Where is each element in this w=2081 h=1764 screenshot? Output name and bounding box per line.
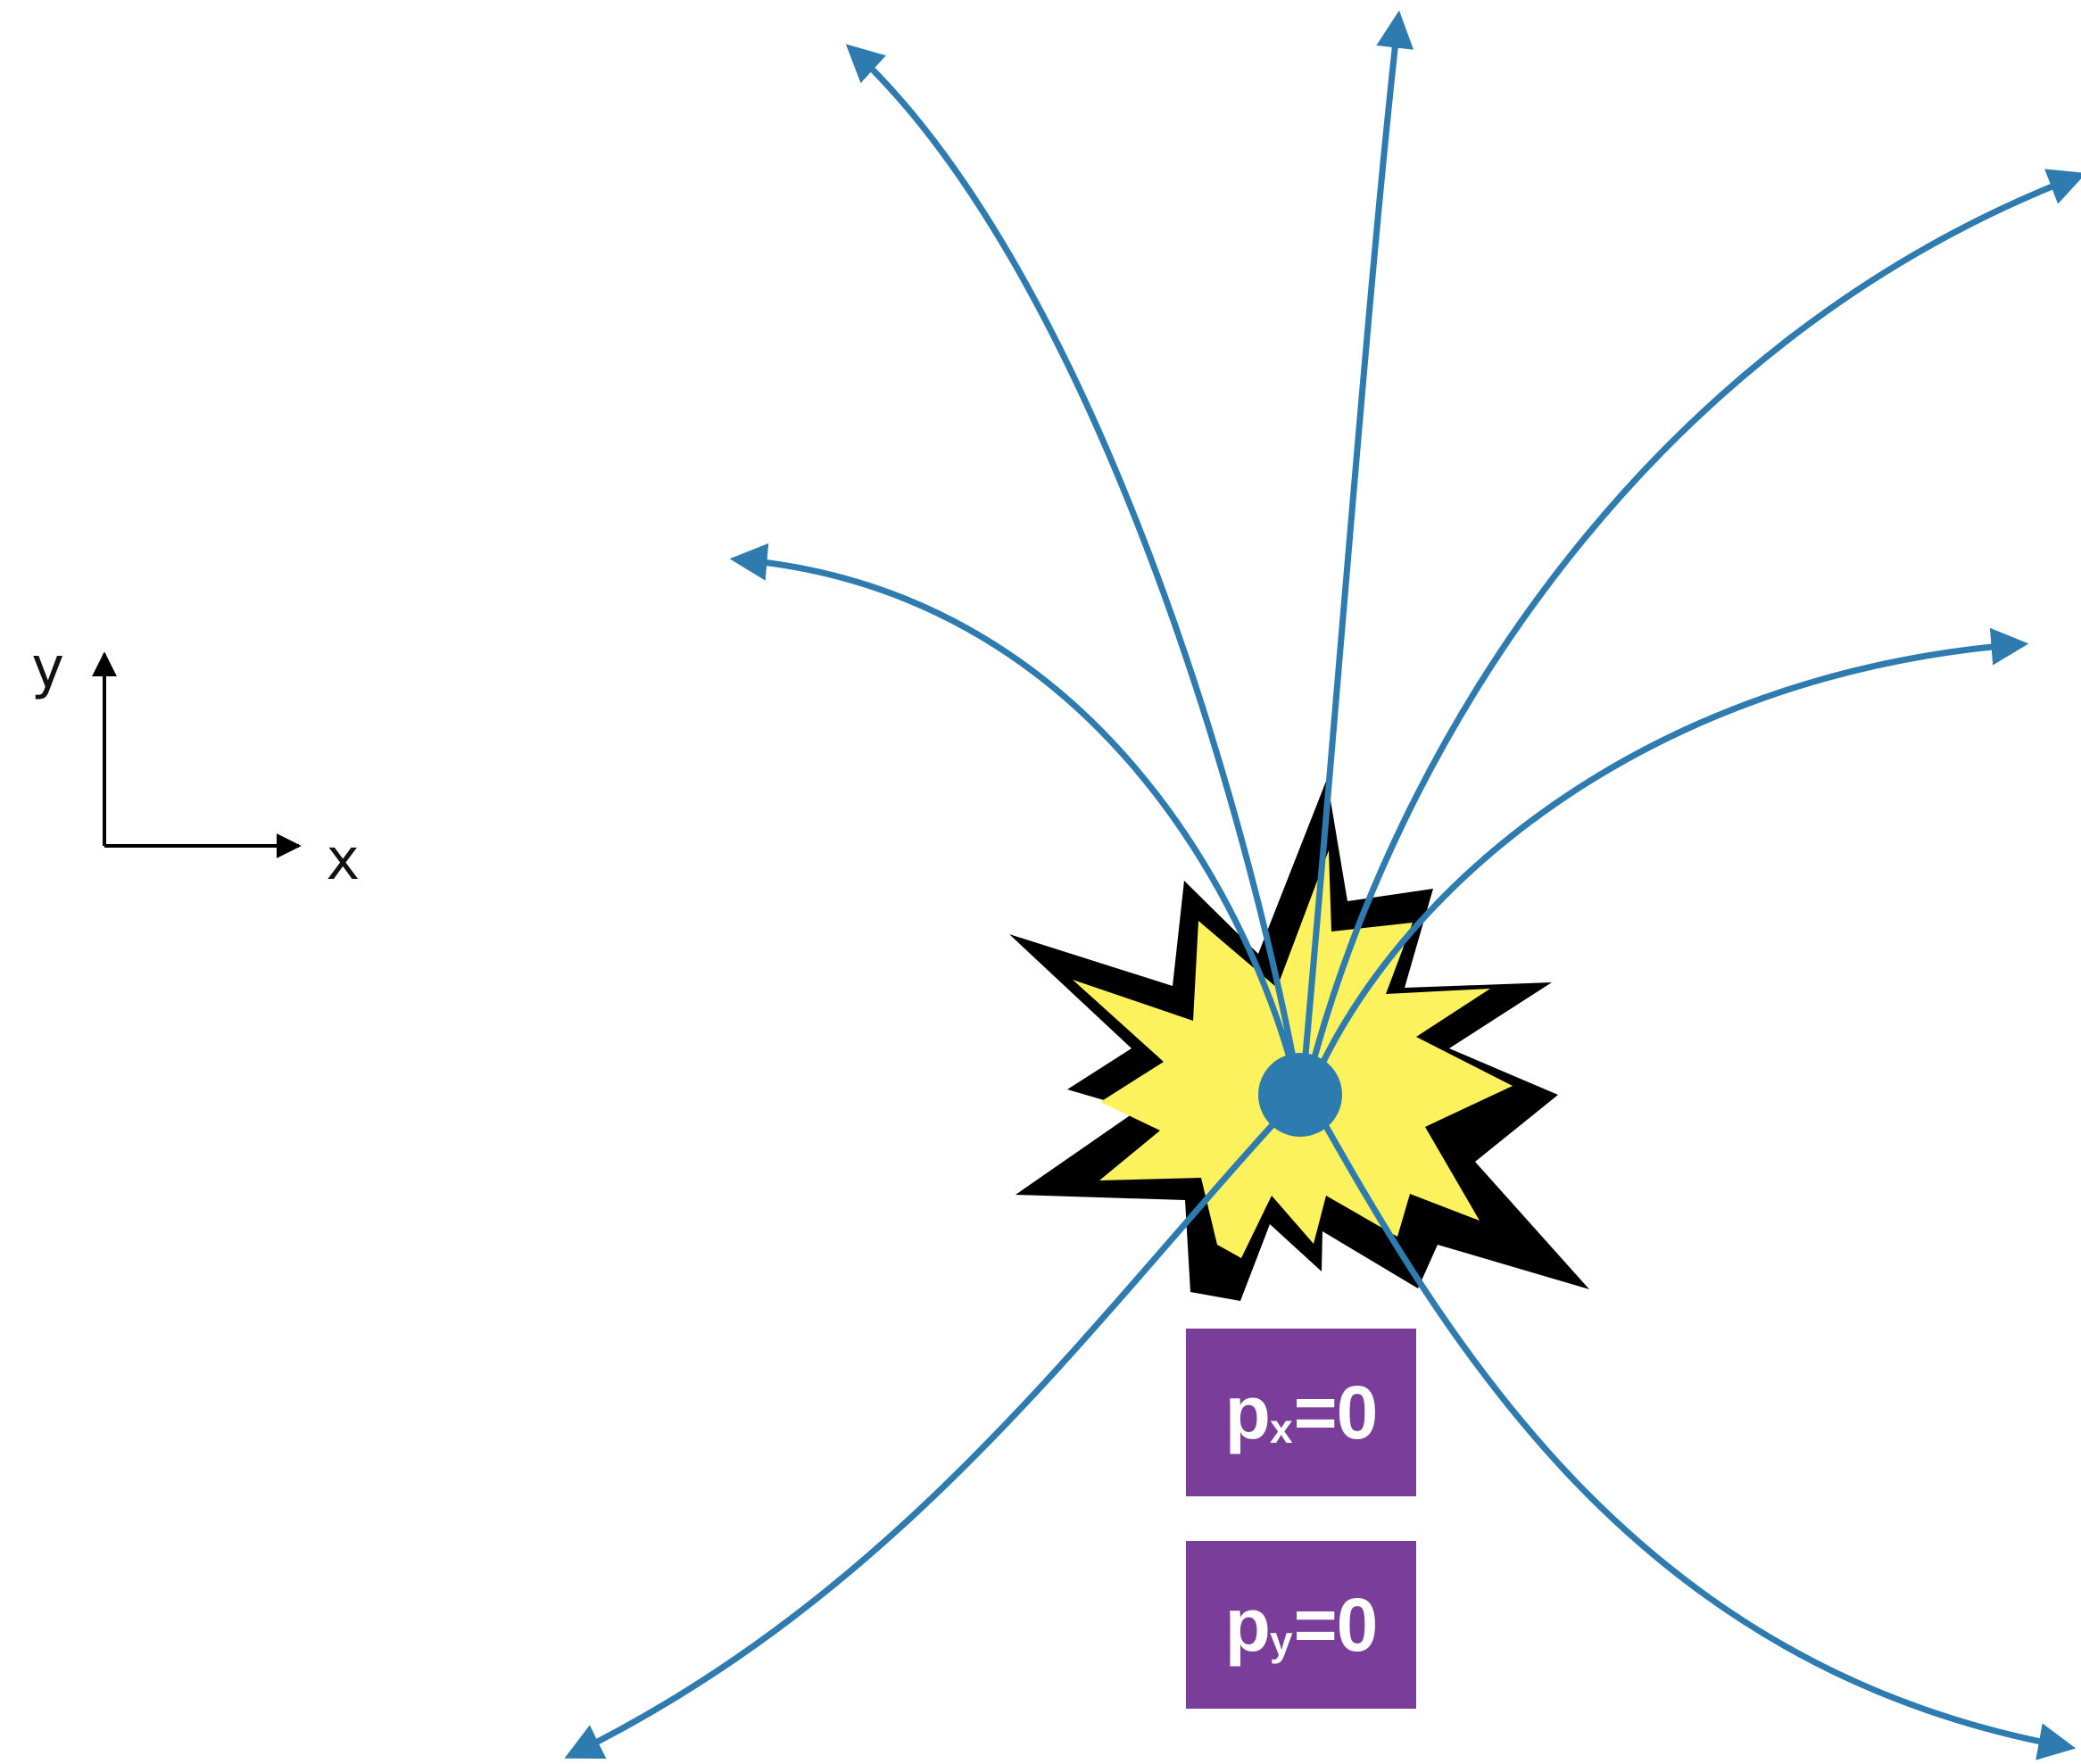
momentum-y-subscript: y	[1269, 1618, 1293, 1664]
trajectory-up-left-wide	[729, 542, 1303, 1096]
momentum-x-subscript: x	[1269, 1405, 1293, 1452]
trajectory-up-right-steep	[1301, 169, 2081, 1096]
fragment-trajectories	[564, 10, 2081, 1760]
x-axis-label: x	[326, 827, 361, 893]
trajectory-down-left	[564, 1092, 1303, 1759]
momentum-x-value: =0	[1293, 1370, 1379, 1454]
y-axis-label: y	[30, 635, 65, 701]
momentum-y-value: =0	[1293, 1582, 1379, 1667]
trajectory-up-left-steep	[845, 44, 1304, 1096]
explosion-center-particle	[1258, 1053, 1342, 1137]
momentum-y-base: p	[1224, 1582, 1271, 1667]
explosion-burst	[1009, 779, 1589, 1301]
trajectory-down-right	[1305, 1093, 2077, 1760]
axes-indicator: y x	[30, 635, 361, 893]
trajectory-up-right-wide	[1305, 627, 2029, 1097]
trajectory-up	[1298, 10, 1414, 1096]
momentum-x-base: p	[1224, 1370, 1271, 1454]
